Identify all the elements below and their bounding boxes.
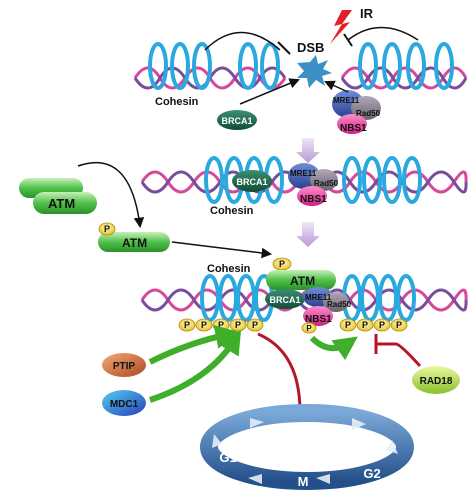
- inhibition-bar-left: [277, 41, 291, 55]
- phospho-badge-nbs1: [301, 322, 317, 334]
- dna-helix-top-right: [340, 66, 468, 90]
- mrn-to-dsb-arrow: [324, 80, 349, 93]
- phospho-label-right-2: P: [362, 320, 368, 330]
- cohesin-label-top: Cohesin: [155, 96, 199, 108]
- cohesin-rings-top-right: [358, 42, 454, 90]
- mdc1-label: MDC1: [110, 399, 139, 410]
- ptip-blob: [102, 353, 146, 377]
- mrn-complex-bottom: [303, 287, 349, 326]
- phospho-label-right-1: P: [345, 320, 351, 330]
- phospho-label-right-4: P: [396, 320, 402, 330]
- dsb-break-star: [297, 55, 332, 88]
- cohesin-label-bottom: Cohesin: [207, 263, 251, 275]
- down-arrow-2: [296, 222, 320, 247]
- rad50-label-bottom: Rad50: [327, 300, 352, 309]
- rad18-label: RAD18: [420, 376, 453, 387]
- atm-monomer-phospho: [98, 232, 170, 252]
- rad18-inhibition-line: [376, 342, 422, 368]
- inhibition-arc-left: [204, 31, 281, 51]
- nbs1-activation-arrow: [309, 335, 358, 361]
- phospho-badge-atm-monomer: [98, 222, 116, 236]
- phospho-group-right: [339, 318, 408, 332]
- cycle-phase-s: S: [302, 426, 311, 441]
- ir-lightning-bolt: [330, 10, 352, 44]
- mrn-complex-top: [332, 90, 381, 134]
- mre11-label-top: MRE11: [333, 96, 360, 105]
- cell-cycle-ring: [200, 404, 414, 490]
- cycle-phase-g2: G2: [363, 466, 380, 481]
- phospho-label-atm-monomer: P: [104, 224, 110, 234]
- atm-label-bound: ATM: [290, 274, 315, 288]
- phospho-label-left-5: P: [252, 320, 258, 330]
- phospho-label-left-1: P: [184, 320, 190, 330]
- atm-recruit-arrow: [171, 241, 273, 259]
- brca1-blob-middle: [232, 170, 272, 192]
- rad50-label-top: Rad50: [356, 109, 381, 118]
- nbs1-label-top: NBS1: [340, 123, 367, 134]
- ir-label: IR: [360, 6, 374, 21]
- atm-activation-arrow: [77, 161, 145, 229]
- mrn-complex-middle: [288, 163, 338, 206]
- cohesin-to-dsb-arrow: [239, 78, 300, 105]
- phospho-label-right-3: P: [379, 320, 385, 330]
- phospho-label-left-3: P: [218, 320, 224, 330]
- cohesin-label-middle: Cohesin: [210, 205, 254, 217]
- phospho-label-left-4: P: [235, 320, 241, 330]
- inhibition-to-s-phase: [257, 332, 302, 413]
- ptip-label: PTIP: [113, 361, 136, 372]
- inhibition-arc-right: [347, 26, 419, 41]
- brca1-label-bottom: BRCA1: [269, 295, 300, 305]
- cycle-phase-g1: G1: [219, 450, 236, 465]
- nbs1-label-middle: NBS1: [300, 194, 327, 205]
- atm-bound: [266, 270, 336, 290]
- rad50-label-middle: Rad50: [314, 179, 339, 188]
- brca1-label-top: BRCA1: [221, 116, 252, 126]
- atm-dimer: [19, 178, 97, 214]
- nbs1-label-bottom: NBS1: [305, 314, 332, 325]
- atm-label-monomer: ATM: [122, 236, 147, 250]
- phospho-label-atm-top: P: [279, 259, 285, 269]
- cell-cycle-arrows: [212, 418, 398, 484]
- cycle-phase-m: M: [298, 474, 309, 489]
- down-arrow-1: [296, 138, 320, 163]
- atm-label-dimer: ATM: [48, 196, 75, 211]
- brca1-label-middle: BRCA1: [236, 177, 267, 187]
- brca1-blob-bottom: [265, 289, 305, 309]
- rad18-blob: [412, 366, 460, 394]
- mre11-label-middle: MRE11: [290, 169, 317, 178]
- brca1-blob-top: [217, 110, 257, 130]
- phospho-label-left-2: P: [201, 320, 207, 330]
- mdc1-activation-arrow: [149, 329, 242, 403]
- inhibition-bar-right: [343, 33, 353, 47]
- phospho-label-nbs1: P: [306, 324, 312, 333]
- dsb-label: DSB: [297, 40, 324, 55]
- cohesin-rings-top: [148, 42, 280, 90]
- mre11-label-bottom: MRE11: [305, 293, 332, 302]
- mdc1-blob: [102, 390, 146, 416]
